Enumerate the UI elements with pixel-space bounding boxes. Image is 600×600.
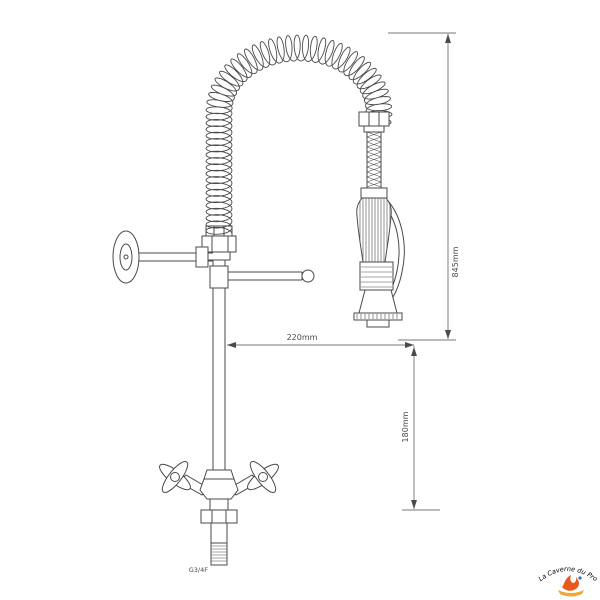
cross-handle-left: [159, 461, 191, 493]
body-neck: [209, 498, 229, 511]
inlet-tube: [210, 522, 228, 544]
valve-detail-lines: [361, 266, 392, 288]
mixer-assembly: [159, 461, 279, 566]
watermark-accent-dot: [578, 576, 582, 580]
watermark-flame-icon: [562, 575, 579, 591]
gun-grip-ribs: [359, 198, 391, 262]
dimension-220: [227, 342, 414, 348]
arm-block: [209, 265, 229, 289]
braided-hose-weave: [366, 131, 382, 188]
inlet-thread-label: G3/4F: [189, 566, 208, 574]
spray-cone: [358, 289, 398, 314]
wall-flange-inner: [119, 243, 133, 271]
spray-gun: [353, 111, 405, 328]
support-arm: [209, 265, 315, 289]
gun-collar: [360, 187, 388, 199]
wall-flange-outer: [112, 230, 140, 284]
dim-total-height-label: 845mm: [451, 246, 460, 277]
hose-top-nut: [358, 111, 390, 127]
arrowhead-left: [227, 342, 236, 348]
cross-handle-right: [247, 461, 279, 493]
dimension-180: [402, 346, 440, 511]
mixer-body: [199, 478, 239, 500]
watermark-pan-icon: [558, 590, 584, 597]
arrowhead-down: [445, 330, 451, 339]
dimension-845: [388, 32, 456, 341]
handle-hub: [170, 472, 180, 482]
arrowhead-up: [411, 347, 417, 356]
dim-spout-reach-label: 220mm: [287, 333, 318, 342]
body-flare: [203, 469, 235, 480]
arrowhead-down: [411, 500, 417, 509]
inlet-shank: [210, 542, 228, 566]
wall-flange-hub: [123, 254, 129, 260]
valve-block: [359, 261, 394, 291]
thread-lines: [211, 545, 227, 562]
spray-outlet: [366, 319, 390, 328]
spring-hose: [205, 34, 393, 235]
dimension-labels: 845mm 220mm 180mm G3/4F: [189, 246, 460, 574]
handle-hub: [258, 472, 268, 482]
arrowhead-right: [405, 342, 414, 348]
watermark: La Caverne du Pro: [537, 565, 599, 597]
arrowhead-up: [445, 34, 451, 43]
bracket-clamp: [195, 246, 209, 268]
gun-grip: [356, 197, 392, 263]
hose-collar: [363, 125, 385, 133]
inlet-hex-nut: [200, 509, 238, 524]
arm-ball-end: [301, 269, 315, 283]
spray-face-hatch: [356, 314, 398, 319]
dim-lower-height-label: 180mm: [401, 411, 410, 442]
faucet-line-art: [112, 32, 456, 566]
wall-bracket: [112, 230, 213, 284]
